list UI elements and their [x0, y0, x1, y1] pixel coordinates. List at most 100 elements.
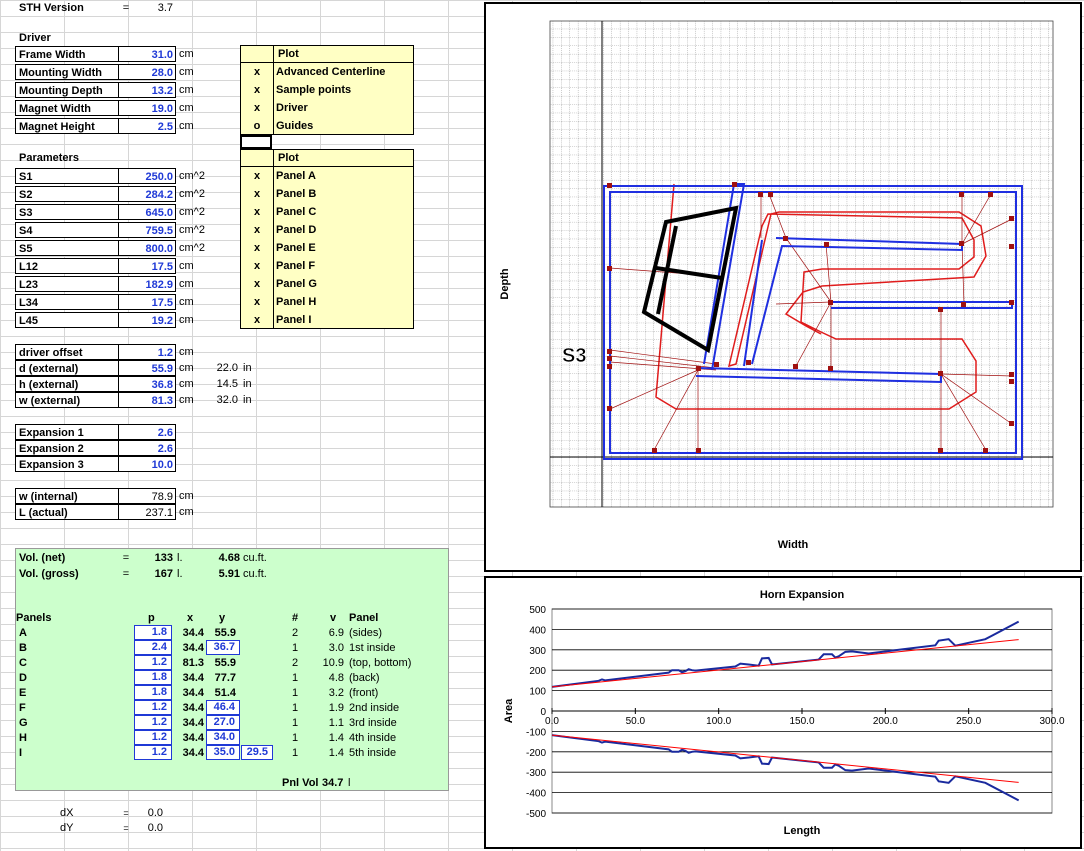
panel-count: 1 — [292, 642, 299, 654]
panel-y-input[interactable]: 34.0 — [206, 730, 240, 745]
plot-toggle[interactable]: x — [253, 84, 261, 96]
plot-option-label: Guides — [276, 120, 314, 132]
plot-toggle[interactable]: o — [253, 120, 261, 132]
plot-option-label: Advanced Centerline — [276, 66, 386, 78]
plot-toggle[interactable]: x — [253, 188, 261, 200]
panel-p-input[interactable]: 1.8 — [134, 670, 172, 685]
active-cell-cursor[interactable] — [240, 135, 272, 149]
panel-p-input[interactable]: 1.2 — [134, 730, 172, 745]
panel-y-input[interactable]: 35.0 — [206, 745, 240, 760]
row-value[interactable]: 81.3 — [119, 392, 176, 408]
panel-count: 1 — [292, 672, 299, 684]
panel-desc: (top, bottom) — [349, 657, 412, 669]
x-tick-label: 0.0 — [545, 716, 559, 727]
row-value[interactable]: 19.0 — [119, 100, 176, 116]
row-label: Mounting Width — [15, 64, 119, 80]
panel-p-input[interactable]: 1.2 — [134, 715, 172, 730]
pnl-vol-unit: l — [348, 777, 351, 789]
panels-header: Panels — [16, 612, 52, 624]
col-v: v — [330, 612, 337, 624]
row-value[interactable]: 2.5 — [119, 118, 176, 134]
row-value[interactable]: 645.0 — [119, 204, 176, 220]
plot-toggle[interactable]: x — [253, 170, 261, 182]
row-value[interactable]: 36.8 — [119, 376, 176, 392]
y-tick-label: -300 — [526, 768, 546, 779]
row-unit: cm^2 — [179, 206, 205, 218]
panel-y-input[interactable]: 27.0 — [206, 715, 240, 730]
panel-y: 55.9 — [214, 627, 236, 639]
layout-chart[interactable]: S3 Width Depth — [484, 2, 1082, 572]
panel-p-input[interactable]: 2.4 — [134, 640, 172, 655]
version-value[interactable]: 3.7 — [157, 2, 173, 14]
panel-desc: 1st inside — [349, 642, 396, 654]
series-line-2 — [551, 734, 1020, 802]
plot-option-label: Panel G — [276, 278, 317, 290]
row-value[interactable]: 78.9 — [119, 488, 176, 504]
row-value[interactable]: 2.6 — [119, 440, 176, 456]
y-tick-label: -400 — [526, 789, 546, 800]
plot-toggle[interactable]: x — [253, 224, 261, 236]
parameters-header: Parameters — [19, 152, 79, 164]
panel-volume: 4.8 — [328, 672, 344, 684]
panel-y-input[interactable]: 46.4 — [206, 700, 240, 715]
panel-x: 34.4 — [182, 717, 204, 729]
volume-value: 133 — [154, 552, 173, 564]
panel-p-input[interactable]: 1.2 — [134, 745, 172, 760]
row-value[interactable]: 19.2 — [119, 312, 176, 328]
row-value[interactable]: 17.5 — [119, 294, 176, 310]
panel-name: A — [19, 627, 27, 639]
plot-option-label: Panel I — [276, 314, 312, 326]
row-label: Expansion 3 — [15, 456, 119, 472]
x-tick-label: 300.0 — [1039, 716, 1064, 727]
plot-toggle[interactable]: x — [253, 296, 261, 308]
panel-desc: (sides) — [349, 627, 383, 639]
plot-option-label: Panel F — [276, 260, 316, 272]
row-value[interactable]: 2.6 — [119, 424, 176, 440]
row-label: Magnet Width — [15, 100, 119, 116]
row-unit: cm — [179, 120, 194, 132]
panel-y-input[interactable]: 36.7 — [206, 640, 240, 655]
y-tick-label: -500 — [526, 809, 546, 820]
chart-ylabel: Area — [503, 698, 515, 723]
row-inches — [210, 344, 238, 360]
plot-toggle[interactable]: x — [253, 278, 261, 290]
panel-p-input[interactable]: 1.8 — [134, 625, 172, 640]
row-value[interactable]: 284.2 — [119, 186, 176, 202]
panel-p-input[interactable]: 1.8 — [134, 685, 172, 700]
panel-extra-input[interactable]: 29.5 — [241, 745, 273, 760]
row-value[interactable]: 759.5 — [119, 222, 176, 238]
row-label: Expansion 1 — [15, 424, 119, 440]
plot-toggle[interactable]: x — [253, 314, 261, 326]
layout-chart-svg: S3 Width Depth — [499, 20, 1054, 551]
row-value[interactable]: 17.5 — [119, 258, 176, 274]
plot-toggle[interactable]: x — [253, 206, 261, 218]
panel-p-input[interactable]: 1.2 — [134, 655, 172, 670]
panel-desc: (back) — [349, 672, 380, 684]
row-value[interactable]: 1.2 — [119, 344, 176, 360]
panel-desc: 3rd inside — [349, 717, 397, 729]
row-value[interactable]: 10.0 — [119, 456, 176, 472]
panel-name: B — [19, 642, 27, 654]
row-value[interactable]: 237.1 — [119, 504, 176, 520]
plot-toggle[interactable]: x — [253, 102, 261, 114]
col-panel: Panel — [349, 612, 379, 624]
row-value[interactable]: 28.0 — [119, 64, 176, 80]
panel-x: 81.3 — [182, 657, 204, 669]
row-value[interactable]: 800.0 — [119, 240, 176, 256]
plot-option-label: Panel E — [276, 242, 316, 254]
panel-p-input[interactable]: 1.2 — [134, 700, 172, 715]
plot-toggle[interactable]: x — [253, 260, 261, 272]
row-value[interactable]: 250.0 — [119, 168, 176, 184]
row-value[interactable]: 182.9 — [119, 276, 176, 292]
plot-toggle[interactable]: x — [253, 66, 261, 78]
plot-toggle[interactable]: x — [253, 242, 261, 254]
row-value[interactable]: 55.9 — [119, 360, 176, 376]
volume-value: 167 — [154, 568, 173, 580]
row-value[interactable]: 31.0 — [119, 46, 176, 62]
row-value[interactable]: 13.2 — [119, 82, 176, 98]
panel-desc: 2nd inside — [349, 702, 400, 714]
y-tick-label: 0 — [540, 707, 546, 718]
